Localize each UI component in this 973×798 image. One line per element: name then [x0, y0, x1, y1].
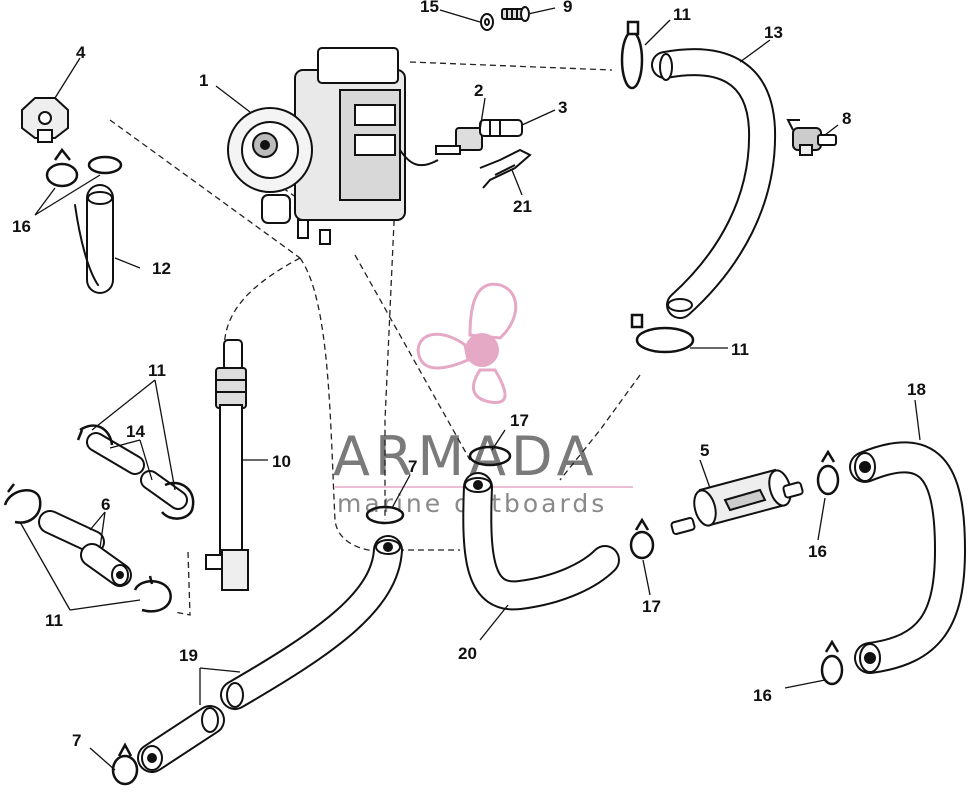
clamp-part-11-c — [3, 489, 42, 524]
callout-17a: 17 — [510, 411, 529, 430]
clamps — [3, 20, 844, 786]
clamp-part-11-mid — [635, 326, 695, 354]
callout-19: 19 — [179, 646, 198, 665]
callout-21: 21 — [513, 197, 532, 216]
callout-12: 12 — [152, 259, 171, 278]
callout-11c: 11 — [148, 361, 166, 380]
watermark: ARMADA marine outboards — [333, 282, 633, 518]
connector-part-8 — [786, 119, 837, 156]
callout-11d: 11 — [45, 611, 63, 630]
clamp-part-17-b — [629, 530, 655, 560]
clamp-part-7-b — [111, 754, 139, 786]
callout-18: 18 — [907, 380, 926, 399]
clamp-part-11-top — [620, 30, 644, 90]
callout-numbers: 1 2 3 4 5 6 7 7 8 9 10 11 11 11 11 12 13… — [12, 0, 926, 750]
fitting-part-3 — [435, 119, 523, 155]
clamp-part-16-a — [45, 162, 79, 188]
callout-5: 5 — [700, 441, 709, 460]
callout-20: 20 — [458, 644, 477, 663]
callout-2: 2 — [474, 81, 483, 100]
clamp-part-7-a — [365, 505, 405, 525]
clamp-part-11-a — [79, 424, 114, 446]
callout-16a: 16 — [12, 217, 31, 236]
callout-13: 13 — [764, 23, 783, 42]
clamp-part-11-d — [133, 580, 172, 613]
callout-3: 3 — [558, 98, 567, 117]
callout-10: 10 — [272, 452, 291, 471]
hose-ends — [87, 53, 881, 771]
callout-8: 8 — [842, 109, 851, 128]
callout-11a: 11 — [673, 5, 691, 24]
clamp-part-16-d — [820, 654, 844, 686]
sender-part-4 — [21, 97, 69, 143]
callout-15: 15 — [420, 0, 439, 16]
filter-tube-part-10 — [205, 339, 249, 591]
callout-17b: 17 — [642, 597, 661, 616]
screw-part-9 — [501, 6, 530, 22]
callout-16b: 16 — [808, 542, 827, 561]
callout-7b: 7 — [72, 731, 81, 750]
routing-lines — [109, 61, 641, 616]
callout-6: 6 — [101, 495, 110, 514]
clamp-part-16-b — [87, 155, 123, 175]
callout-16c: 16 — [753, 686, 772, 705]
clip-part-21 — [479, 148, 532, 189]
watermark-brand: ARMADA — [333, 425, 599, 488]
clamp-part-16-c — [816, 464, 840, 496]
callout-4: 4 — [76, 43, 86, 62]
callout-11b: 11 — [731, 340, 749, 359]
callout-7a: 7 — [408, 457, 417, 476]
leader-lines — [19, 7, 921, 771]
washer-part-15 — [480, 13, 494, 31]
callout-9: 9 — [563, 0, 572, 16]
fuel-filter-part-5 — [670, 468, 804, 535]
clamp-part-17-a — [468, 445, 512, 467]
hoses — [38, 48, 967, 773]
callout-14: 14 — [126, 422, 145, 441]
callout-1: 1 — [199, 71, 208, 90]
fuel-pump-assembly — [227, 47, 439, 245]
clamp-part-11-b — [161, 481, 195, 520]
propeller-logo-icon — [416, 282, 518, 405]
